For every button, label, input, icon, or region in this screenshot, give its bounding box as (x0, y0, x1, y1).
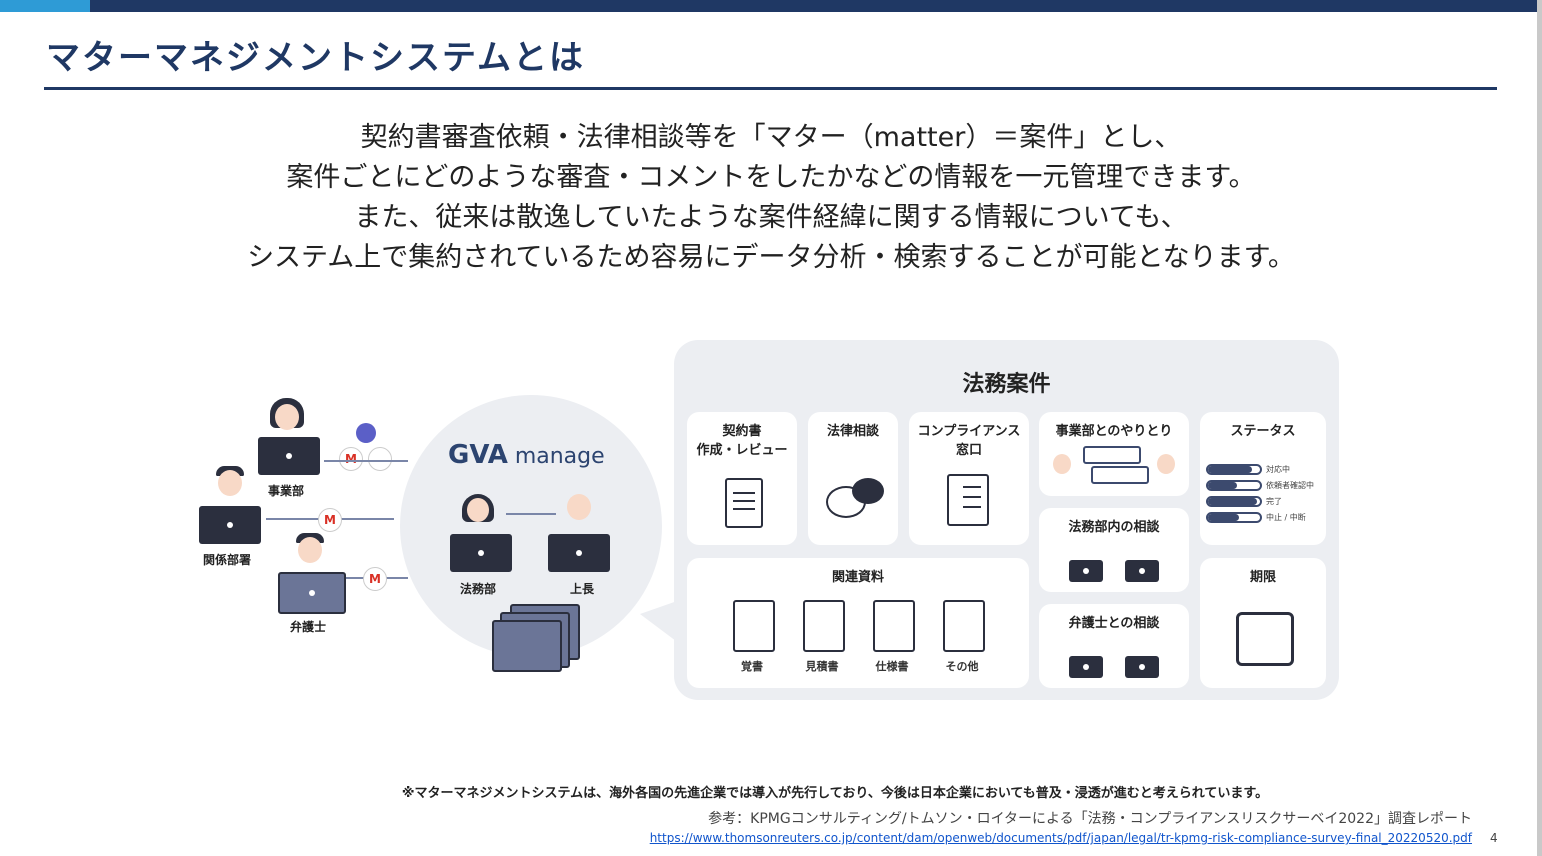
other-doc-icon (943, 600, 985, 652)
footnote: ※マターマネジメントシステムは、海外各国の先進企業では導入が先行しており、今後は… (401, 786, 1269, 801)
gva-logo-main: GVA (448, 440, 508, 470)
laptop-icon (548, 534, 610, 572)
laptop-icon (1069, 560, 1103, 582)
card-compliance-title: コンプライアンス 窓口 (909, 422, 1029, 460)
lead-paragraph-2: また、従来は散逸していたような案件経緯に関する情報についても、 システム上で集約… (0, 198, 1542, 278)
estimate-icon (803, 600, 845, 652)
card-compliance-line2: 窓口 (955, 443, 982, 458)
card-contract-line2: 作成・レビュー (696, 443, 788, 458)
card-business-talk-title: 事業部とのやりとり (1055, 424, 1173, 439)
person-head (218, 470, 242, 496)
calendar-icon (1236, 612, 1294, 666)
card-related-docs-title: 関連資料 (831, 570, 884, 585)
arrow-internal (506, 513, 556, 515)
status-bar-fill (1208, 466, 1253, 473)
laptop-icon (1125, 560, 1159, 582)
status-bar (1206, 512, 1262, 523)
status-label: 中止 / 中断 (1266, 513, 1306, 522)
lead-line-1: 契約書審査依頼・法律相談等を「マター（matter）＝案件」とし、 (360, 122, 1182, 153)
card-legal-consult-title: 法律相談 (826, 424, 879, 439)
card-compliance-line1: コンプライアンス (917, 424, 1021, 439)
status-bar (1206, 496, 1262, 507)
document-stack-icon (725, 478, 763, 528)
laptop-icon (450, 534, 512, 572)
slack-icon (368, 447, 392, 471)
spec-icon (873, 600, 915, 652)
gmail-icon: M (363, 567, 387, 591)
reference: 参考：KPMGコンサルティング/トムソン・ロイターによる「法務・コンプライアンス… (708, 811, 1472, 827)
card-lawyer-consult-title: 弁護士との相談 (1068, 616, 1160, 631)
arrow-business (324, 460, 408, 462)
card-internal-consult-title: 法務部内の相談 (1068, 520, 1160, 535)
laptop-icon (1069, 656, 1103, 678)
laptop-icon (1125, 656, 1159, 678)
lead-line-4: システム上で集約されているため容易にデータ分析・検索することが可能となります。 (247, 242, 1295, 273)
card-status-title: ステータス (1230, 424, 1296, 439)
gva-logo-sub: manage (507, 444, 605, 469)
status-label: 完了 (1266, 497, 1282, 506)
status-bar (1206, 480, 1262, 491)
card-contract-line1: 契約書 (722, 424, 762, 439)
message-icon (1083, 446, 1141, 464)
doc-label: 見積書 (805, 660, 839, 673)
label-boss: 上長 (570, 582, 595, 596)
person-head (467, 498, 489, 522)
card-deadline: 期限 (1200, 558, 1326, 688)
laptop-icon (199, 506, 261, 544)
folder-icon (492, 620, 562, 672)
label-business: 事業部 (268, 484, 305, 498)
card-contract-title: 契約書 作成・レビュー (687, 422, 797, 460)
status-bar-fill (1208, 482, 1237, 489)
lead-paragraph-1: 契約書審査依頼・法律相談等を「マター（matter）＝案件」とし、 案件ごとにど… (0, 118, 1542, 198)
card-internal-consult: 法務部内の相談 (1039, 508, 1189, 592)
page-number: 4 (1490, 831, 1498, 845)
status-label: 対応中 (1266, 465, 1290, 474)
memo-icon (733, 600, 775, 652)
status-bar-fill (1208, 514, 1240, 521)
person-head (1053, 454, 1071, 474)
card-legal-consult: 法律相談 (808, 412, 898, 545)
card-contract: 契約書 作成・レビュー (687, 412, 797, 545)
card-status: ステータス 対応中 依頼者確認中 完了 中止 / 中断 (1200, 412, 1326, 545)
top-bar (0, 0, 1537, 12)
card-business-talk: 事業部とのやりとり (1039, 412, 1189, 496)
laptop-icon (278, 572, 346, 614)
reference-link[interactable]: https://www.thomsonreuters.co.jp/content… (649, 831, 1472, 845)
gmail-icon: M (339, 447, 363, 471)
card-compliance: コンプライアンス 窓口 (909, 412, 1029, 545)
panel-tail (640, 600, 680, 644)
top-bar-accent (0, 0, 90, 12)
status-bar (1206, 464, 1262, 475)
label-legal: 法務部 (460, 582, 497, 596)
status-label: 依頼者確認中 (1266, 481, 1314, 490)
card-related-docs: 関連資料 覚書 見積書 仕様書 その他 (687, 558, 1029, 688)
doc-label: 覚書 (741, 660, 763, 673)
doc-label: その他 (945, 660, 979, 673)
card-lawyer-consult: 弁護士との相談 (1039, 604, 1189, 688)
checklist-icon (947, 474, 989, 526)
label-lawyer: 弁護士 (290, 620, 327, 634)
person-head (1157, 454, 1175, 474)
status-bar-fill (1208, 498, 1258, 505)
slide-title: マターマネジメントシステムとは (46, 38, 585, 78)
laptop-icon (258, 437, 320, 475)
person-head (567, 494, 591, 520)
person-head (298, 537, 322, 563)
gmail-icon: M (318, 508, 342, 532)
card-deadline-title: 期限 (1249, 570, 1276, 585)
title-rule (44, 87, 1497, 90)
person-head (275, 404, 299, 430)
message-icon (1091, 466, 1149, 484)
chat-bubble-icon (852, 478, 884, 504)
lead-line-3: また、従来は散逸していたような案件経緯に関する情報についても、 (354, 202, 1188, 233)
label-related: 関係部署 (203, 553, 252, 567)
panel-title: 法務案件 (962, 372, 1051, 397)
doc-label: 仕様書 (875, 660, 909, 673)
gva-logo: GVA manage (448, 440, 605, 470)
lead-line-2: 案件ごとにどのような審査・コメントをしたかなどの情報を一元管理できます。 (286, 162, 1256, 193)
teams-icon (356, 423, 376, 443)
right-edge (1537, 0, 1542, 856)
